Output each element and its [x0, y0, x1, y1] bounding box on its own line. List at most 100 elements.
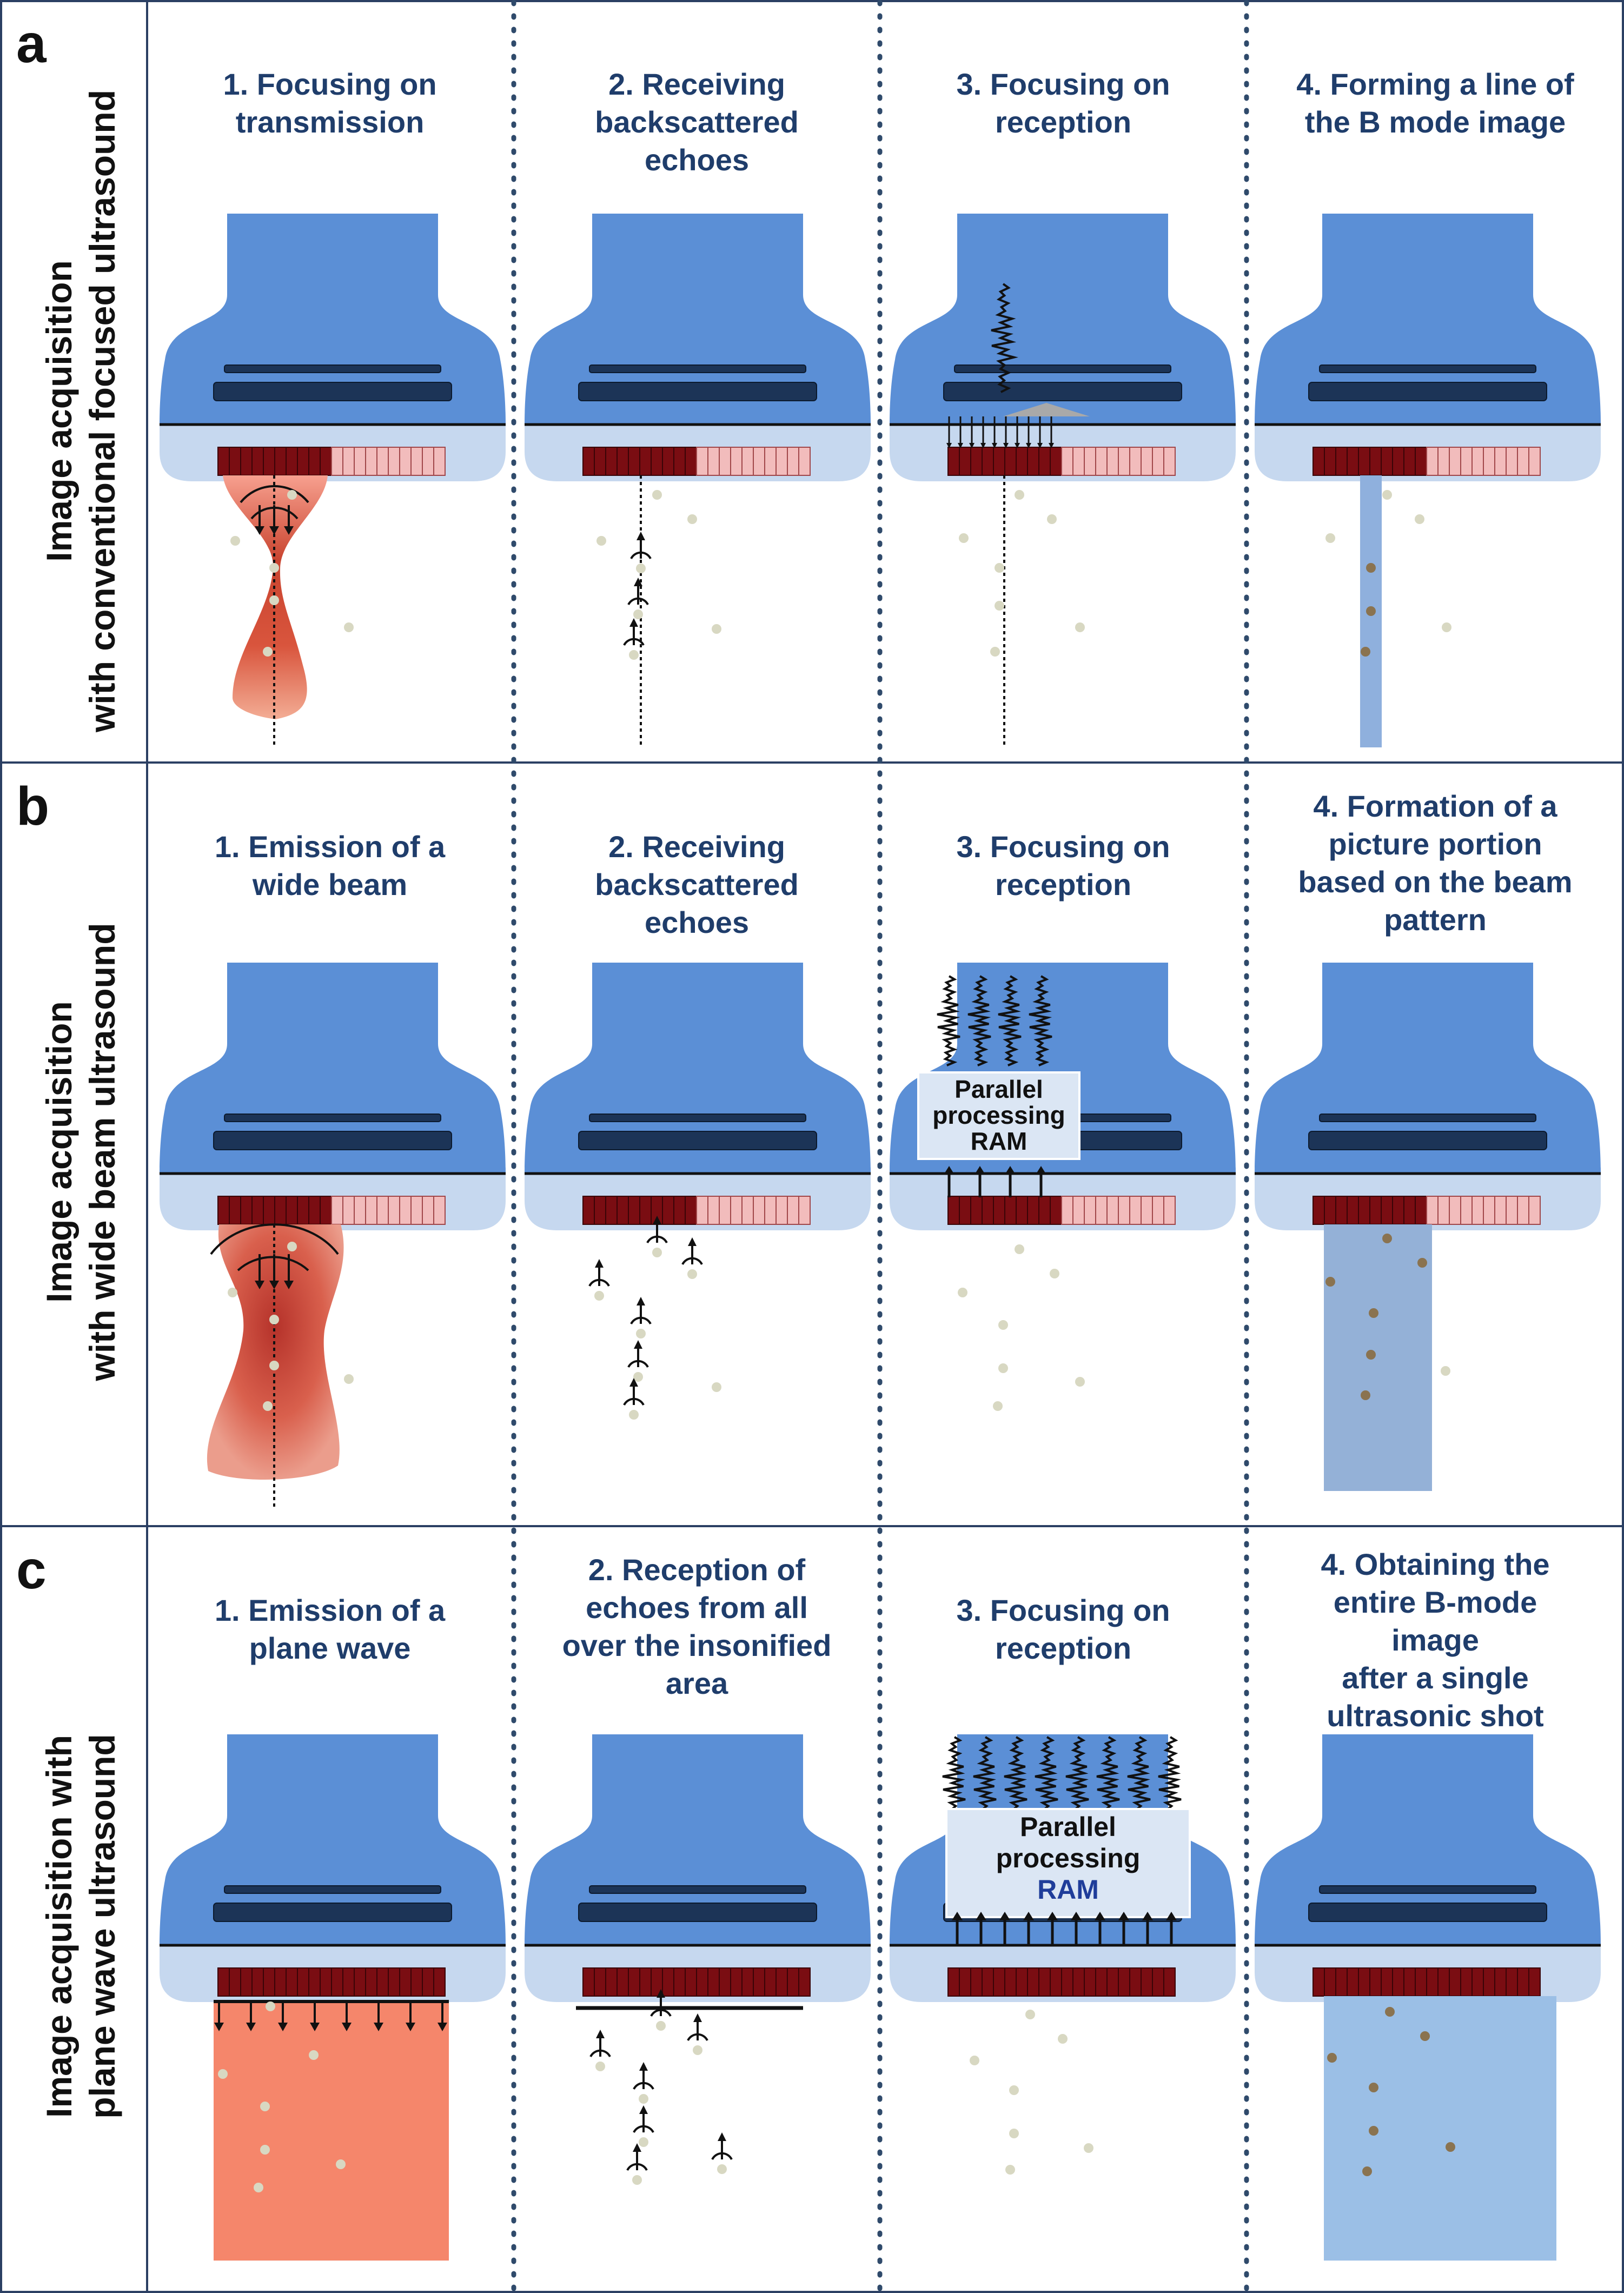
scatterer: [1084, 2143, 1093, 2153]
transducer-element: [993, 1196, 1005, 1225]
transducer-element: [741, 1967, 754, 1997]
transducer-element: [798, 1967, 811, 1997]
probe-bar: [1319, 1885, 1536, 1894]
step-title-c1: 1. Emission of a: [215, 1593, 446, 1627]
transducer-element: [308, 1967, 321, 1997]
transducer-element: [993, 1967, 1005, 1997]
echo-arrowhead: [629, 618, 638, 627]
ram-label: Parallel: [954, 1075, 1043, 1103]
step-title-c4: ultrasonic shot: [1327, 1699, 1543, 1733]
transducer-element: [1141, 447, 1153, 476]
transducer-element: [753, 1967, 765, 1997]
echo-arrowhead: [595, 1259, 604, 1268]
rf-waveform: [1029, 975, 1052, 1066]
transducer-element: [787, 1967, 799, 1997]
transducer-element: [331, 1196, 343, 1225]
plane-arrowhead: [269, 1281, 279, 1289]
echo-arrowhead: [653, 1216, 661, 1224]
transducer-element: [959, 447, 971, 476]
transducer-element: [1403, 1967, 1416, 1997]
transducer-element: [433, 1967, 446, 1997]
step-title-a1: 1. Focusing on: [223, 67, 436, 101]
delay-arrowhead: [1026, 443, 1031, 448]
plane-arrowhead: [278, 2023, 288, 2031]
probe-bar: [1308, 382, 1547, 401]
transducer-element: [365, 1967, 377, 1997]
transducer-element: [775, 1196, 788, 1225]
scatterer: [1415, 514, 1424, 524]
transducer-element: [753, 447, 765, 476]
echo-arrowhead: [634, 1340, 642, 1349]
transducer-element: [1347, 1196, 1359, 1225]
transducer-element: [1152, 1967, 1164, 1997]
transducer-element: [251, 1196, 264, 1225]
processing-arrowhead: [1118, 1912, 1129, 1920]
echo-arrowhead: [596, 2030, 605, 2038]
transducer-element: [730, 447, 743, 476]
transducer-element: [1106, 447, 1119, 476]
step-title-a2: echoes: [645, 143, 749, 177]
transducer-element: [1118, 1196, 1130, 1225]
scatterer: [1362, 2166, 1372, 2176]
scatterer: [687, 1269, 697, 1279]
row-letter-c: c: [16, 1540, 47, 1600]
probe-bar: [1319, 1114, 1536, 1122]
scatterer: [1075, 622, 1085, 632]
transducer-element: [1106, 1967, 1119, 1997]
scatterer: [1382, 490, 1392, 500]
probe-bar: [1308, 1903, 1547, 1922]
processing-arrowhead: [952, 1912, 963, 1920]
transducer-element: [582, 447, 595, 476]
transducer-element: [1163, 447, 1176, 476]
transducer-element: [1506, 1196, 1518, 1225]
scatterer: [1366, 606, 1376, 616]
transducer-element: [1392, 1196, 1404, 1225]
scatterer: [652, 490, 662, 500]
plane-arrowhead: [255, 1281, 264, 1289]
ram-label: processing: [932, 1101, 1065, 1129]
transducer-element: [229, 1196, 241, 1225]
transducer-element: [1415, 1196, 1427, 1225]
transducer-element: [1449, 447, 1461, 476]
transducer-element: [707, 1967, 720, 1997]
transducer-element: [354, 1967, 366, 1997]
processing-arrowhead: [1036, 1166, 1046, 1175]
transducer-element: [342, 447, 355, 476]
transducer-element: [399, 1967, 412, 1997]
scatterer: [633, 609, 643, 619]
step-title-c4: entire B-mode: [1334, 1585, 1537, 1619]
transducer-element: [388, 1967, 400, 1997]
transducer-element: [240, 1967, 253, 1997]
step-title-c2: 2. Reception of: [588, 1553, 806, 1587]
transducer-element: [764, 1196, 777, 1225]
scatterer: [1441, 1366, 1450, 1376]
transducer-element: [376, 1967, 389, 1997]
transducer-element: [229, 447, 241, 476]
transducer-element: [354, 447, 366, 476]
transducer-element: [594, 447, 606, 476]
transducer-element: [1324, 1967, 1336, 1997]
probe-bar: [224, 365, 441, 373]
transducer-element: [741, 1196, 754, 1225]
transducer-element: [1517, 1196, 1529, 1225]
processing-arrowhead: [944, 1166, 954, 1175]
transducer-element: [673, 1967, 686, 1997]
echo-arrowhead: [693, 2013, 702, 2022]
step-title-a2: backscattered: [595, 105, 799, 139]
transducer-element: [1004, 1196, 1017, 1225]
step-title-b4: 4. Formation of a: [1313, 789, 1557, 823]
delay-arrowhead: [1003, 443, 1009, 448]
scatterer: [652, 1248, 662, 1257]
scatterer: [1009, 2085, 1019, 2095]
transducer-element: [764, 1967, 777, 1997]
transducer-element: [1050, 1196, 1062, 1225]
delay-arrowhead: [1015, 443, 1020, 448]
transducer-element: [798, 1196, 811, 1225]
transducer-element: [970, 447, 983, 476]
transducer-element: [764, 447, 777, 476]
scatterer: [717, 2164, 727, 2174]
transducer-element: [286, 447, 298, 476]
scatterer: [263, 1401, 273, 1411]
